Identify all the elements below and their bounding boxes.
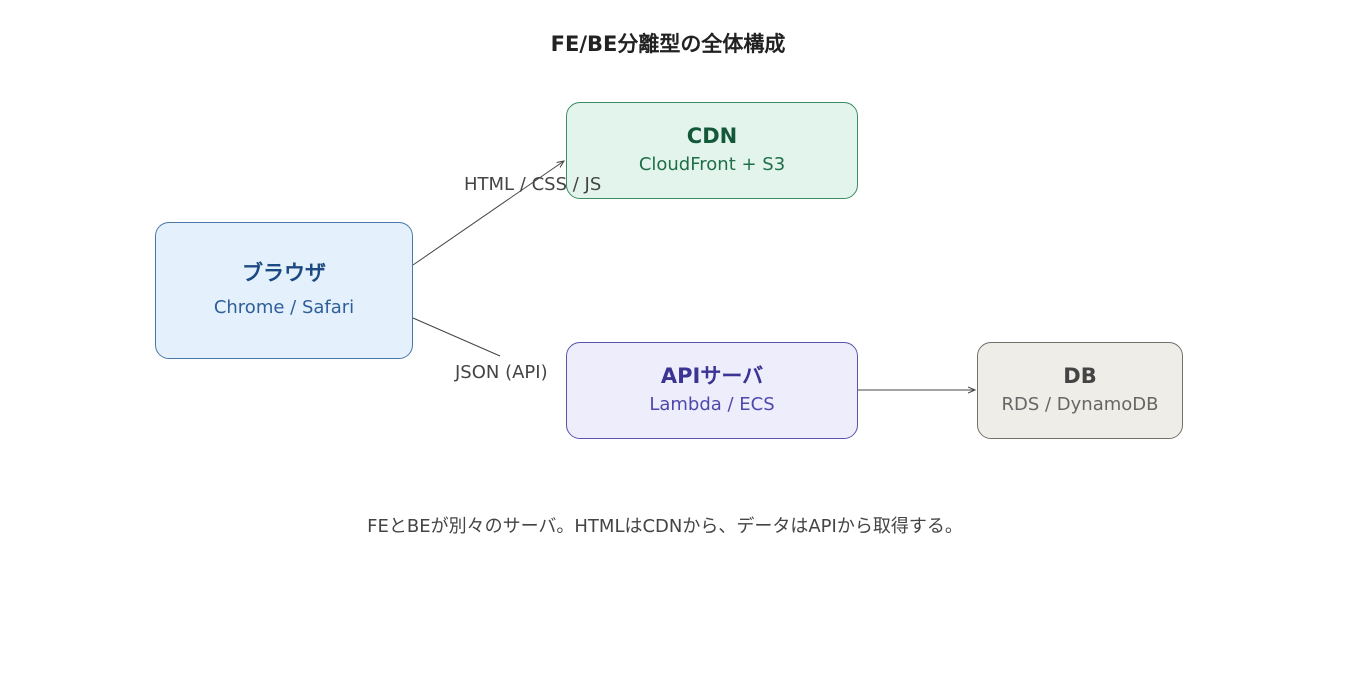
- node-api-name: APIサーバ: [660, 364, 764, 389]
- edge-browser-api: [412, 317, 501, 357]
- node-db-sub: RDS / DynamoDB: [1001, 394, 1159, 416]
- node-browser-name: ブラウザ: [242, 261, 326, 286]
- node-api-sub: Lambda / ECS: [649, 394, 775, 416]
- node-browser-sub: Chrome / Safari: [213, 297, 355, 319]
- node-cdn-name: CDN: [686, 124, 738, 149]
- node-browser: ブラウザ Chrome / Safari: [155, 222, 413, 359]
- node-db: DB RDS / DynamoDB: [977, 342, 1183, 439]
- node-db-name: DB: [1063, 364, 1097, 389]
- node-cdn-sub: CloudFront + S3: [638, 154, 786, 176]
- node-cdn: CDN CloudFront + S3: [566, 102, 858, 199]
- edge-label-browser-cdn: HTML / CSS / JS: [464, 174, 602, 195]
- diagram-title: FE/BE分離型の全体構成: [550, 32, 786, 56]
- edge-label-browser-api: JSON (API): [453, 361, 550, 385]
- node-api: APIサーバ Lambda / ECS: [566, 342, 858, 439]
- edge-browser-cdn: [412, 161, 564, 266]
- diagram-caption: FEとBEが別々のサーバ。HTMLはCDNから、データはAPIから取得する。: [367, 516, 963, 537]
